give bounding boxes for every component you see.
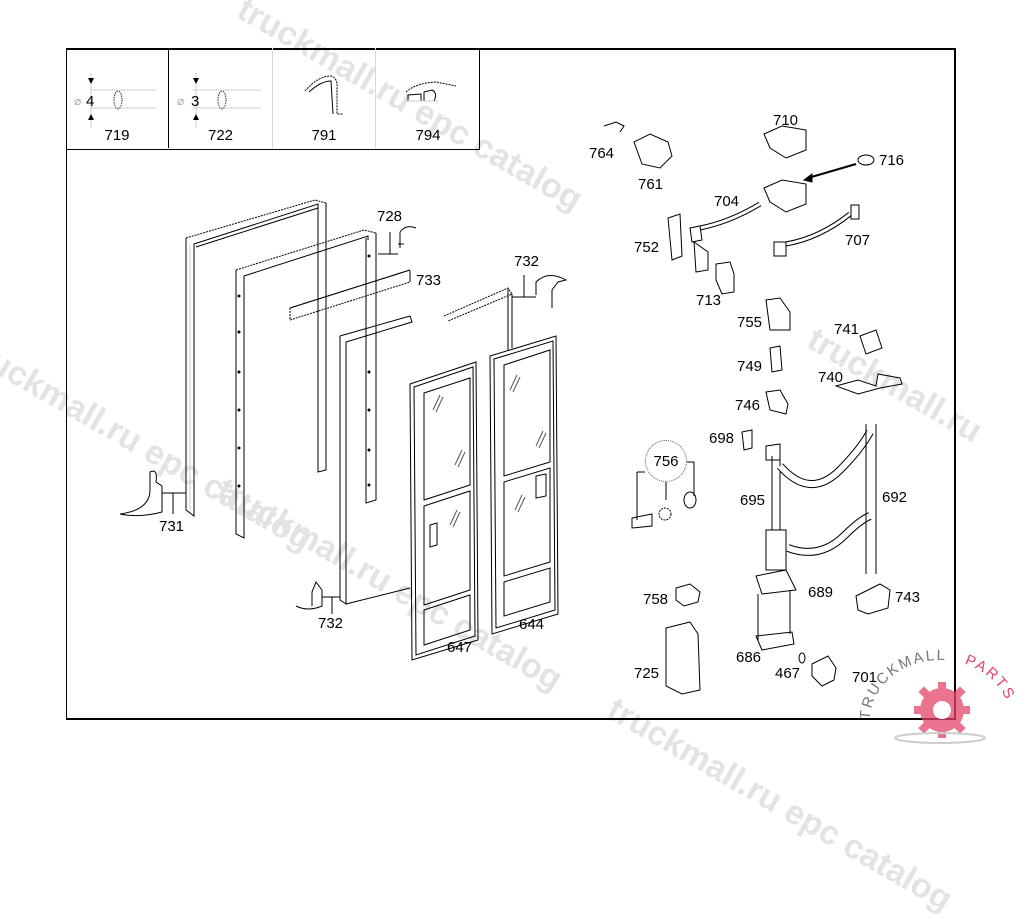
legend-cell-719: ⌀ 4 719 [66, 48, 169, 148]
seal-profile-732-top [535, 275, 568, 308]
part-label-761[interactable]: 761 [638, 176, 664, 193]
part-label-689[interactable]: 689 [808, 584, 834, 601]
door-frame-inner [235, 229, 377, 539]
door-644 [489, 335, 559, 635]
part-label-740[interactable]: 740 [818, 369, 844, 386]
part-label-732-bottom[interactable]: 732 [318, 615, 344, 632]
lock-washer [658, 507, 672, 521]
part-label-741[interactable]: 741 [834, 321, 860, 338]
part-label-698[interactable]: 698 [709, 430, 735, 447]
hinge-plate-704 [763, 179, 807, 213]
part-label-728[interactable]: 728 [377, 208, 403, 225]
o-ring-467 [798, 652, 806, 664]
legend-part-number: 719 [104, 127, 130, 144]
part-label-732-top[interactable]: 732 [514, 253, 540, 270]
door-647 [409, 361, 479, 661]
collar [765, 443, 781, 461]
part-label-647[interactable]: 647 [447, 639, 473, 656]
part-label-755[interactable]: 755 [737, 314, 763, 331]
part-label-756: 756 [653, 452, 679, 470]
clip-758 [675, 583, 701, 607]
bracket-755 [765, 297, 791, 331]
seal-profile-731 [119, 470, 163, 517]
part-label-692[interactable]: 692 [882, 489, 908, 506]
rod-692 [865, 424, 877, 574]
part-label-710[interactable]: 710 [773, 112, 799, 129]
part-label-725[interactable]: 725 [634, 665, 660, 682]
door-frame-outer [185, 199, 327, 517]
bushing [683, 491, 697, 509]
callout-756: 756 [645, 440, 687, 482]
bracket-740 [834, 373, 903, 395]
bracket-761 [633, 133, 673, 169]
part-label-758[interactable]: 758 [643, 591, 669, 608]
bracket-746 [765, 389, 789, 415]
svg-text:⌀: ⌀ [177, 94, 184, 108]
part-label-701[interactable]: 701 [852, 669, 878, 686]
part-label-746[interactable]: 746 [735, 397, 761, 414]
round-seal-profile-icon: ⌀ 3 [177, 73, 261, 128]
diagram-frame [66, 48, 956, 720]
door-frame-right [443, 287, 513, 350]
pin-749 [769, 345, 783, 373]
truckmallparts-logo: TRUCKMALL PARTS [857, 640, 1024, 750]
fitting-701 [811, 655, 837, 687]
part-label-764[interactable]: 764 [589, 145, 615, 162]
header-rail [289, 269, 411, 321]
profile-legend: ⌀ 4 719 ⌀ 3 722 791 794 [66, 48, 480, 150]
bracket-743 [855, 583, 891, 615]
hinge-plate-710 [763, 125, 807, 159]
t-profile-icon [405, 81, 457, 102]
part-label-731[interactable]: 731 [159, 518, 185, 535]
seal-profile-728 [398, 226, 417, 248]
hinge-mechanism [603, 121, 903, 695]
cylinder-head-689 [755, 569, 797, 595]
seal-profile-732-bottom [295, 580, 323, 610]
part-label-644[interactable]: 644 [519, 616, 545, 633]
part-label-704[interactable]: 704 [714, 193, 740, 210]
svg-text:⌀: ⌀ [74, 94, 81, 108]
part-label-749[interactable]: 749 [737, 358, 763, 375]
svg-text:3: 3 [191, 93, 199, 110]
hook-profile-icon [304, 75, 343, 115]
part-label-467[interactable]: 467 [775, 665, 801, 682]
round-seal-profile-icon: ⌀ 4 [74, 73, 156, 128]
gear-logo-icon: TRUCKMALL PARTS [857, 647, 1019, 744]
washer-716 [857, 154, 875, 166]
part-label-743[interactable]: 743 [895, 589, 921, 606]
bracket-713 [715, 261, 735, 295]
part-label-752[interactable]: 752 [634, 239, 660, 256]
legend-cell-794: 794 [376, 48, 480, 148]
cylinder-686 [755, 590, 795, 651]
door-frame-thin [339, 315, 413, 605]
clip-698 [741, 429, 753, 451]
part-label-686[interactable]: 686 [736, 649, 762, 666]
legend-cell-722: ⌀ 3 722 [169, 48, 273, 148]
svg-text:4: 4 [86, 93, 94, 110]
part-label-716[interactable]: 716 [879, 152, 905, 169]
svg-text:PARTS: PARTS [963, 651, 1019, 703]
legend-cell-791: 791 [273, 48, 376, 148]
part-label-695[interactable]: 695 [740, 492, 766, 509]
cover-725 [665, 621, 701, 695]
legend-part-number: 791 [311, 127, 337, 144]
bracket-741 [859, 329, 883, 355]
cover-752 [667, 213, 683, 261]
clip-764 [603, 121, 625, 133]
exploded-parts-drawing [119, 121, 903, 695]
joint [765, 529, 787, 571]
part-label-733[interactable]: 733 [416, 272, 442, 289]
legend-part-number: 722 [207, 127, 234, 144]
bracket-upper [689, 225, 709, 273]
part-label-713[interactable]: 713 [696, 292, 722, 309]
part-label-707[interactable]: 707 [845, 232, 871, 249]
screw [631, 513, 653, 529]
legend-part-number: 794 [415, 127, 441, 144]
